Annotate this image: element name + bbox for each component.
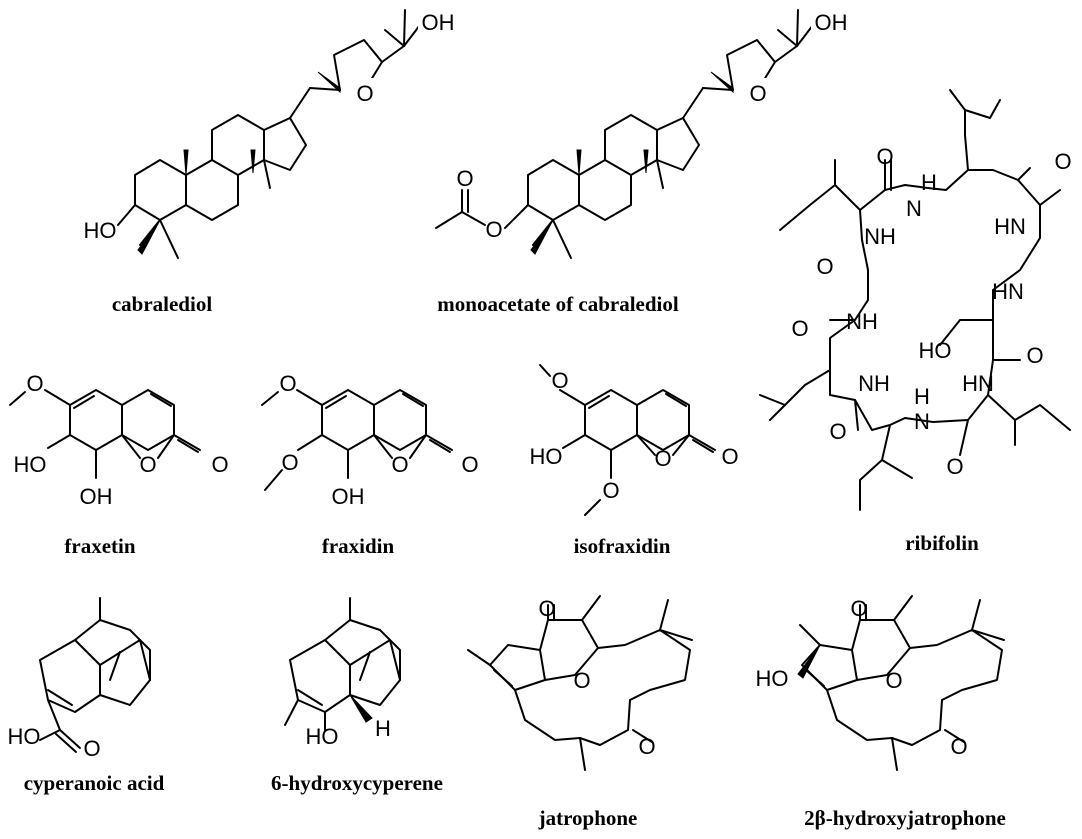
- atom-oxygen: O: [749, 81, 766, 106]
- atom-hydroxyl: HO: [756, 666, 789, 691]
- caption-fraxetin: fraxetin: [64, 534, 135, 558]
- atom-hydroxyl: OH: [332, 484, 365, 509]
- atom-oxygen: O: [816, 254, 833, 279]
- atom-oxygen: O: [946, 454, 963, 479]
- atom-oxygen: O: [83, 736, 100, 761]
- atom-oxygen: O: [461, 452, 478, 477]
- atom-nh: N: [906, 196, 922, 221]
- atom-hydroxyl: HO: [84, 218, 117, 243]
- atom-hydrogen: H: [375, 716, 391, 741]
- fraxidin-structure: O O OH O O: [261, 371, 479, 509]
- atom-oxygen: O: [139, 452, 156, 477]
- caption-hydroxycyperene: 6-hydroxycyperene: [271, 771, 443, 795]
- atom-oxygen: O: [721, 444, 738, 469]
- monoacetate-structure: O OH O O: [435, 9, 851, 259]
- atom-oxygen: O: [950, 734, 967, 759]
- hydroxycyperene-structure: HO H: [284, 597, 401, 749]
- atom-hydroxyl: OH: [80, 484, 113, 509]
- caption-isofraxidin: isofraxidin: [574, 534, 671, 558]
- atom-oxygen: O: [602, 478, 619, 503]
- atom-oxygen: O: [551, 368, 568, 393]
- atom-nh: H: [914, 384, 930, 409]
- atom-nh: HN: [994, 214, 1026, 239]
- atom-oxygen: O: [391, 452, 408, 477]
- isofraxidin-structure: O HO O O O: [530, 364, 739, 516]
- caption-monoacetate: monoacetate of cabralediol: [437, 292, 679, 316]
- atom-oxygen: O: [1054, 149, 1071, 174]
- atom-nh: N: [914, 409, 930, 434]
- atom-oxygen: O: [791, 316, 808, 341]
- atom-oxygen: O: [538, 596, 555, 621]
- atom-hydroxyl: HO: [14, 452, 47, 477]
- cyperanoic-acid-structure: HO O: [8, 597, 151, 761]
- atom-nh: NH: [858, 371, 890, 396]
- atom-oxygen: O: [638, 734, 655, 759]
- cabralediol-structure: O OH HO: [84, 9, 458, 259]
- atom-oxygen: O: [829, 419, 846, 444]
- caption-cyperanoic: cyperanoic acid: [24, 771, 165, 795]
- atom-hydroxyl: OH: [815, 10, 848, 35]
- fraxetin-structure: O HO OH O O: [9, 371, 229, 509]
- atom-hydroxyl: OH: [422, 10, 455, 35]
- atom-nh: H: [921, 170, 937, 195]
- atom-oxygen: O: [1026, 343, 1043, 368]
- jatrophone-structure: O O O: [467, 595, 693, 771]
- atom-hydroxyl: HO: [8, 724, 41, 749]
- atom-oxygen: O: [281, 450, 298, 475]
- atom-nh: HN: [992, 279, 1024, 304]
- atom-nh: NH: [846, 309, 878, 334]
- caption-hydroxyjatrophone: 2β-hydroxyjatrophone: [804, 806, 1006, 830]
- atom-oxygen: O: [850, 596, 867, 621]
- caption-cabralediol: cabralediol: [112, 292, 212, 316]
- atom-oxygen: O: [456, 166, 473, 191]
- ribifolin-structure: N H NH HN HN NH O O O O HO O NH HN N H O…: [759, 89, 1072, 511]
- atom-oxygen: O: [485, 217, 502, 242]
- atom-oxygen: O: [654, 446, 671, 471]
- atom-nh: NH: [864, 224, 896, 249]
- hydroxyjatrophone-structure: HO O O O: [756, 595, 1005, 771]
- atom-oxygen: O: [26, 371, 43, 396]
- atom-oxygen: O: [211, 452, 228, 477]
- atom-oxygen: O: [279, 371, 296, 396]
- atom-nh: HN: [962, 371, 994, 396]
- atom-hydroxyl: HO: [306, 724, 339, 749]
- atom-oxygen: O: [356, 81, 373, 106]
- caption-ribifolin: ribifolin: [905, 531, 979, 555]
- atom-oxygen: O: [885, 668, 902, 693]
- atom-oxygen: O: [573, 668, 590, 693]
- atom-oxygen: O: [876, 144, 893, 169]
- atom-hydroxyl: HO: [919, 338, 952, 363]
- caption-jatrophone: jatrophone: [538, 806, 638, 830]
- atom-hydroxyl: HO: [530, 444, 563, 469]
- caption-fraxidin: fraxidin: [322, 534, 395, 558]
